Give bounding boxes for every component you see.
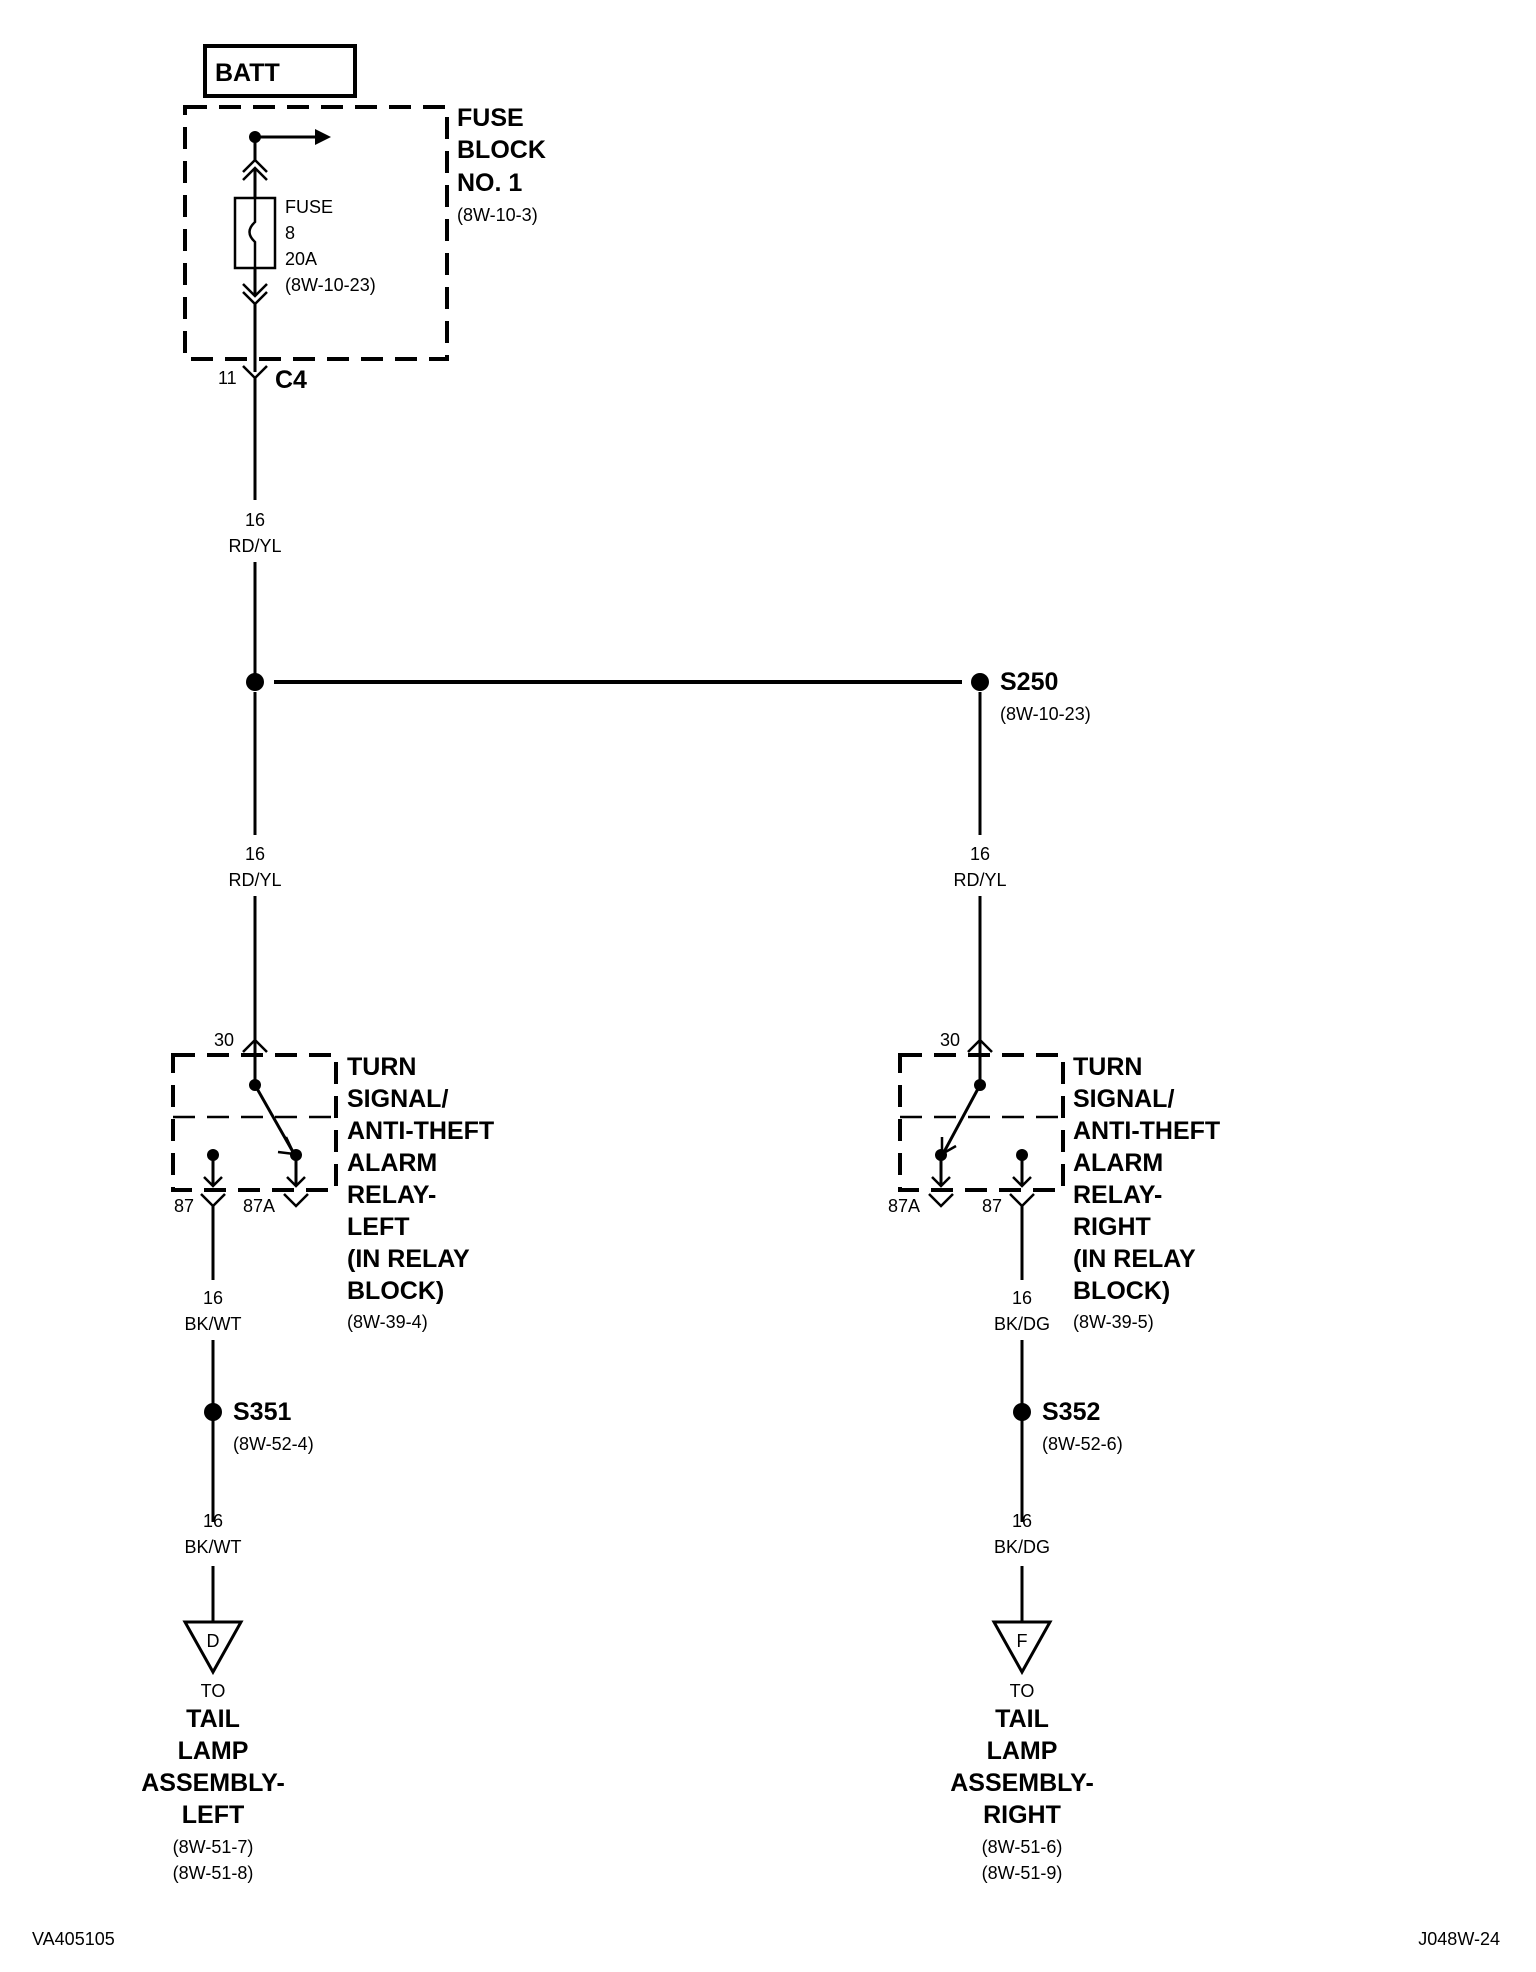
relay-right-pin-87: 87 [982,1196,1002,1216]
relay-left-pin-30: 30 [214,1030,234,1050]
dest-right-title-line2: LAMP [987,1737,1058,1765]
relay-right-title-line2: SIGNAL/ [1073,1085,1174,1113]
relay-right-title-line1: TURN [1073,1053,1142,1081]
footer-left-code: VA405105 [32,1929,115,1949]
splice-s351-dot [204,1403,222,1421]
fuse-block-title-line2: BLOCK [457,136,546,164]
wire-main-color: RD/YL [228,536,281,556]
splice-s351-label: S351 [233,1398,291,1426]
wire-left-mid-color: BK/WT [185,1314,242,1334]
dest-left-ref1: (8W-51-7) [173,1837,254,1857]
fuse-label-line4: (8W-10-23) [285,275,376,295]
dest-right-letter: F [1017,1631,1028,1651]
fuse-label-line1: FUSE [285,197,333,217]
splice-s351-ref: (8W-52-4) [233,1434,314,1454]
relay-left-title-line4: ALARM [347,1149,437,1177]
junction-dot [246,673,264,691]
dest-left-title-line2: LAMP [178,1737,249,1765]
relay-left-pin87a-connector-icon [283,1193,309,1208]
relay-right-switch-arm [942,1084,982,1153]
splice-s352-dot [1013,1403,1031,1421]
wire-left-lower-color: BK/WT [185,1537,242,1557]
relay-left-title-line8: BLOCK) [347,1277,444,1305]
relay-right: 30 87A 87 TURN SIGNAL/ ANTI-THEFT ALARM … [888,1030,1220,1332]
relay-right-pin-87a: 87A [888,1196,920,1216]
dest-left-to: TO [201,1681,226,1701]
fuse-link-icon [248,198,257,268]
splice-s250-label: S250 [1000,668,1058,696]
relay-left-title-line2: SIGNAL/ [347,1085,448,1113]
wire-right-mid-gauge: 16 [1012,1288,1032,1308]
fuse-block-boundary [183,105,449,361]
batt-label: BATT [215,59,280,87]
fuse-label-line2: 8 [285,223,295,243]
relay-left-title-line3: ANTI-THEFT [347,1117,494,1145]
relay-right-title-line8: BLOCK) [1073,1277,1170,1305]
relay-right-title-line4: ALARM [1073,1149,1163,1177]
relay-left-pin-87: 87 [174,1196,194,1216]
splice-s352-label: S352 [1042,1398,1100,1426]
wire-right-upper-gauge: 16 [970,844,990,864]
dest-left-title-line1: TAIL [186,1705,240,1733]
connector-pin-11: 11 [218,368,237,388]
fuse-block: FUSE 8 20A (8W-10-23) FUSE BLOCK NO. 1 (… [183,104,546,394]
relay-left-pin87-connector-icon [200,1193,226,1208]
fuse-block-title-line1: FUSE [457,104,524,132]
dest-right-title-line1: TAIL [995,1705,1049,1733]
relay-left: 30 87 87A TURN SIGNAL/ ANTI-THEFT ALARM … [171,1030,494,1332]
wire-right-mid-color: BK/DG [994,1314,1050,1334]
relay-left-title-line1: TURN [347,1053,416,1081]
wire-left-lower-gauge: 16 [203,1511,223,1531]
splice-s250-ref: (8W-10-23) [1000,704,1091,724]
wire-left-upper-gauge: 16 [245,844,265,864]
dest-right-title-line4: RIGHT [983,1801,1061,1829]
bus-arrow-icon [315,129,331,145]
wire-right-lower-gauge: 16 [1012,1511,1032,1531]
batt-box: BATT [203,44,357,98]
wire-right-upper-color: RD/YL [953,870,1006,890]
dest-right-ref1: (8W-51-6) [982,1837,1063,1857]
dest-right-title-line3: ASSEMBLY- [950,1769,1094,1797]
relay-right-title-line5: RELAY- [1073,1181,1162,1209]
dest-left-connector: D [182,1620,244,1676]
relay-right-title-line6: RIGHT [1073,1213,1151,1241]
dest-left-title-line3: ASSEMBLY- [141,1769,285,1797]
splice-s352-ref: (8W-52-6) [1042,1434,1123,1454]
connector-c4-label: C4 [275,366,307,394]
dest-right-ref2: (8W-51-9) [982,1863,1063,1883]
relay-right-pin87a-connector-icon [928,1193,954,1208]
relay-right-pin87-connector-icon [1009,1193,1035,1208]
fuse-label-line3: 20A [285,249,317,269]
wire-left-upper-color: RD/YL [228,870,281,890]
wire-left-mid-gauge: 16 [203,1288,223,1308]
wire-right-lower-color: BK/DG [994,1537,1050,1557]
connector-f-triangle-icon [991,1620,1053,1676]
fuse-block-ref: (8W-10-3) [457,205,538,225]
dest-left-title-line4: LEFT [182,1801,245,1829]
dest-left-ref2: (8W-51-8) [173,1863,254,1883]
relay-left-title-line7: (IN RELAY [347,1245,470,1273]
relay-right-ref: (8W-39-5) [1073,1312,1154,1332]
relay-left-ref: (8W-39-4) [347,1312,428,1332]
splice-s250-dot [971,673,989,691]
dest-right-to: TO [1010,1681,1035,1701]
footer-right-code: J048W-24 [1418,1929,1500,1949]
relay-left-title-line6: LEFT [347,1213,410,1241]
relay-right-title-line7: (IN RELAY [1073,1245,1196,1273]
relay-left-pin-87a: 87A [243,1196,275,1216]
dest-left-letter: D [207,1631,220,1651]
fuse-block-title-line3: NO. 1 [457,169,522,197]
relay-right-title-line3: ANTI-THEFT [1073,1117,1220,1145]
wire-main-gauge: 16 [245,510,265,530]
relay-left-title-line5: RELAY- [347,1181,436,1209]
dest-right-connector: F [991,1620,1053,1676]
connector-d-triangle-icon [182,1620,244,1676]
relay-right-pin-30: 30 [940,1030,960,1050]
